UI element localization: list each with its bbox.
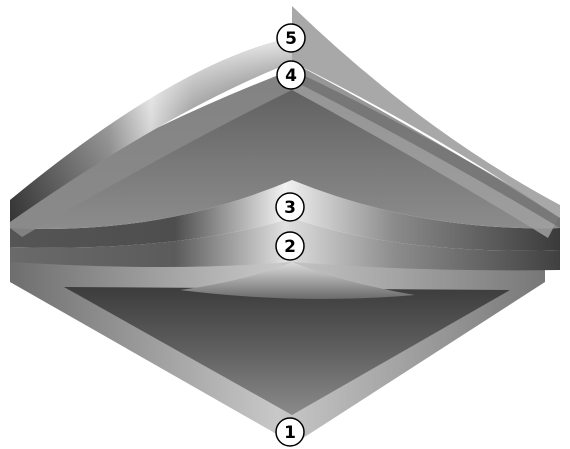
marker-2: 2 xyxy=(276,232,304,260)
marker-4-label: 4 xyxy=(285,66,297,86)
marker-1-label: 1 xyxy=(284,423,296,443)
marker-4: 4 xyxy=(277,61,305,89)
marker-1: 1 xyxy=(276,418,304,446)
marker-3-label: 3 xyxy=(284,198,296,218)
marker-3: 3 xyxy=(276,193,304,221)
marker-5: 5 xyxy=(277,24,305,52)
layer-1-inner xyxy=(64,287,510,415)
marker-2-label: 2 xyxy=(284,237,296,257)
marker-5-label: 5 xyxy=(285,29,297,49)
